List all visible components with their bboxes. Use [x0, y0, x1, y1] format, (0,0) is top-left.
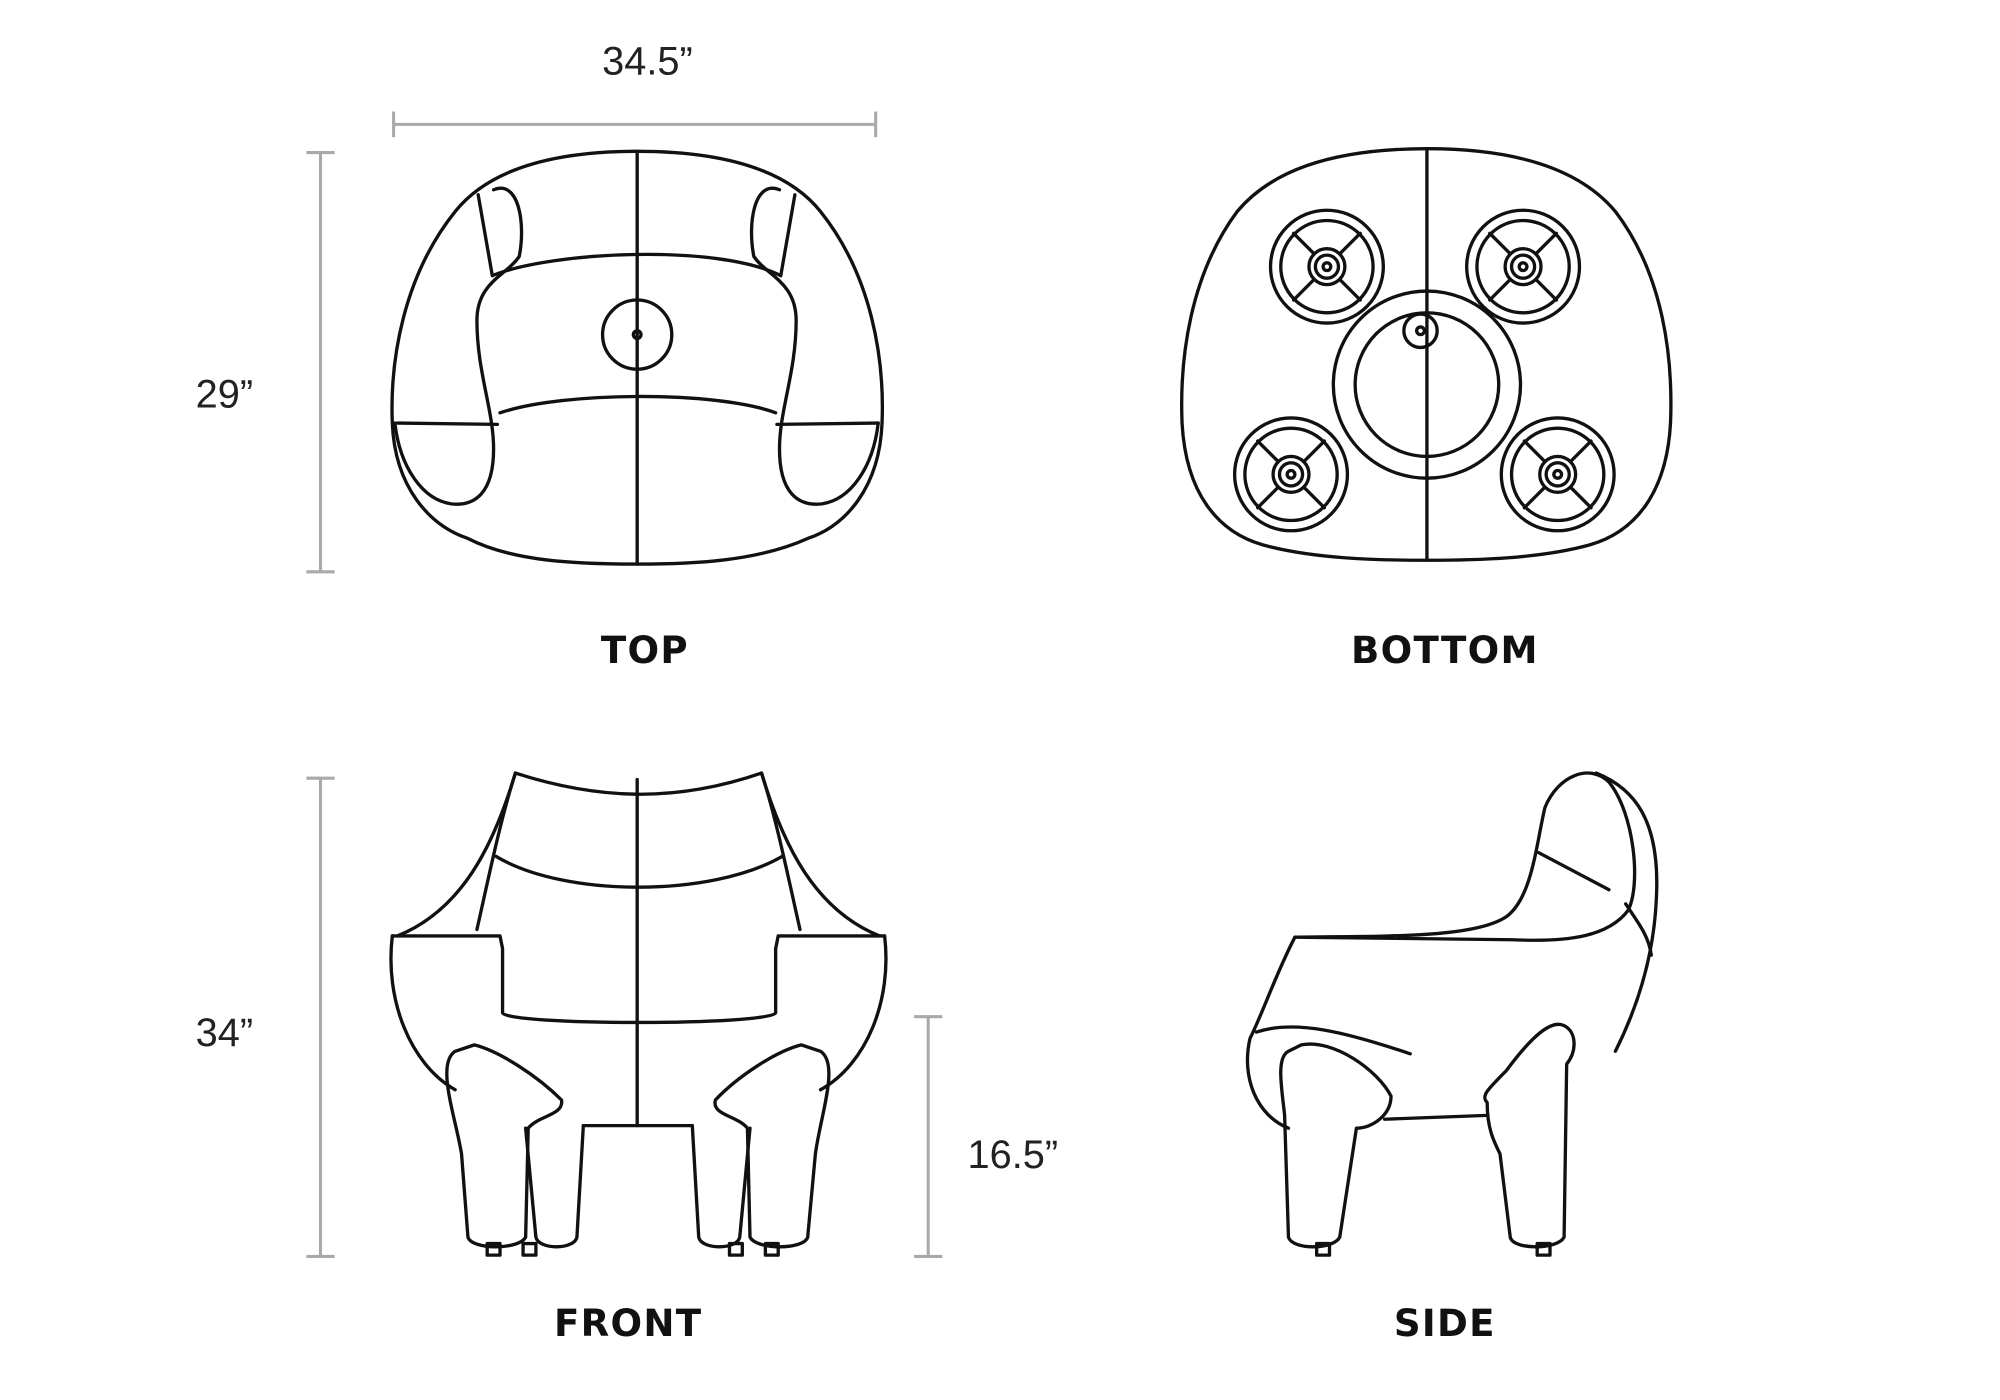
top-view-drawing	[390, 149, 885, 566]
side-view-drawing	[1245, 771, 1659, 1257]
width-dimension-line	[392, 111, 878, 138]
depth-dimension-line	[306, 151, 335, 574]
foot-cup	[1499, 416, 1616, 533]
seat-height-dimension-label: 16.5”	[968, 1133, 1059, 1177]
front-view-drawing	[389, 771, 888, 1257]
width-dimension-label: 34.5”	[602, 39, 693, 83]
bottom-view-drawing	[1180, 147, 1673, 562]
front-view-label: FRONT	[554, 1301, 702, 1345]
foot-cup	[1268, 208, 1386, 325]
bottom-view-label: BOTTOM	[1351, 628, 1539, 672]
height-dimension-line	[306, 776, 335, 1258]
side-view-label: SIDE	[1394, 1301, 1496, 1345]
foot-cup	[1465, 208, 1582, 325]
foot-cup	[1232, 416, 1350, 533]
seat-height-dimension-line	[914, 1015, 943, 1258]
top-view-label: TOP	[601, 628, 689, 672]
depth-dimension-label: 29”	[196, 373, 253, 417]
height-dimension-label: 34”	[196, 1011, 253, 1055]
bottom-foot-cups	[1232, 208, 1616, 533]
